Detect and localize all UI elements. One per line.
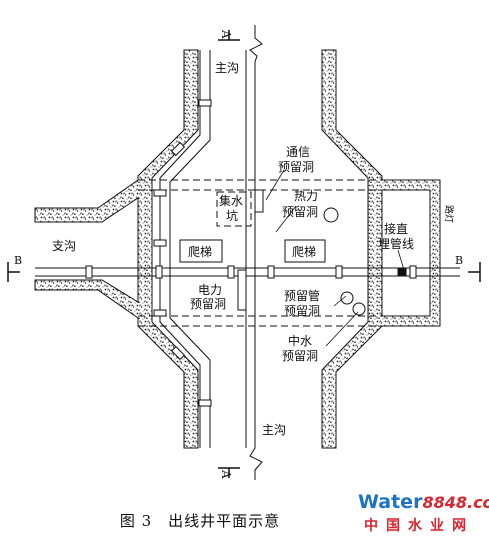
water8848-logo: Water8848.com 中国水业网 (358, 491, 489, 536)
horizontal-pipe (35, 265, 460, 279)
break-line (249, 25, 263, 480)
sump-label-2: 坑 (226, 208, 238, 223)
section-marks (7, 30, 481, 478)
ladder-right-label: 爬梯 (292, 245, 316, 259)
right-wall (321, 49, 441, 449)
logo-number: 8848 (422, 493, 467, 512)
leader-lines (265, 169, 405, 347)
main-trench-bottom-label: 主沟 (262, 423, 286, 437)
logo-suffix: .com (466, 493, 489, 512)
reserve-pipe-label-1: 预留管 (284, 288, 320, 303)
power-hole-label-1: 电力 (198, 283, 222, 297)
section-a-top-label: A (219, 29, 233, 39)
comm-hole-label-2: 预留洞 (278, 160, 314, 174)
road-lamp-label: 路灯 (443, 205, 455, 223)
direct-bury-label-2: 埋管线 (378, 236, 414, 251)
left-pipe (153, 50, 212, 448)
ladder-right-box (284, 239, 326, 263)
figure-caption: 图 3 出线井平面示意 (119, 512, 281, 530)
logo-word: Water (358, 491, 423, 513)
heat-hole-label-2: 预留洞 (282, 205, 318, 219)
comm-hole-label-1: 通信 (286, 145, 310, 159)
reserve-holes (237, 189, 366, 316)
branch-trench-label: 支沟 (52, 239, 76, 253)
left-wall (34, 49, 199, 449)
reclaimed-water-label-2: 预留洞 (282, 349, 318, 363)
ladder-left-label: 爬梯 (188, 245, 212, 259)
direct-bury-label-1: 接直 (384, 221, 408, 236)
power-hole-label-2: 预留洞 (190, 297, 226, 311)
logo-chinese: 中国水业网 (364, 518, 474, 534)
ladder-left-box (179, 239, 223, 263)
road-lamp-annex-inner (381, 189, 431, 317)
main-trench-top-label: 主沟 (215, 61, 239, 75)
section-b-right-label: B (455, 254, 463, 267)
sump-label-1: 集水 (219, 193, 243, 208)
section-b-left-label: B (14, 254, 22, 267)
reclaimed-water-label-1: 中水 (288, 333, 312, 348)
section-a-bottom-label: A (219, 469, 233, 479)
reserve-pipe-label-2: 预留洞 (284, 304, 320, 318)
heat-hole-label-1: 热力 (294, 189, 318, 203)
